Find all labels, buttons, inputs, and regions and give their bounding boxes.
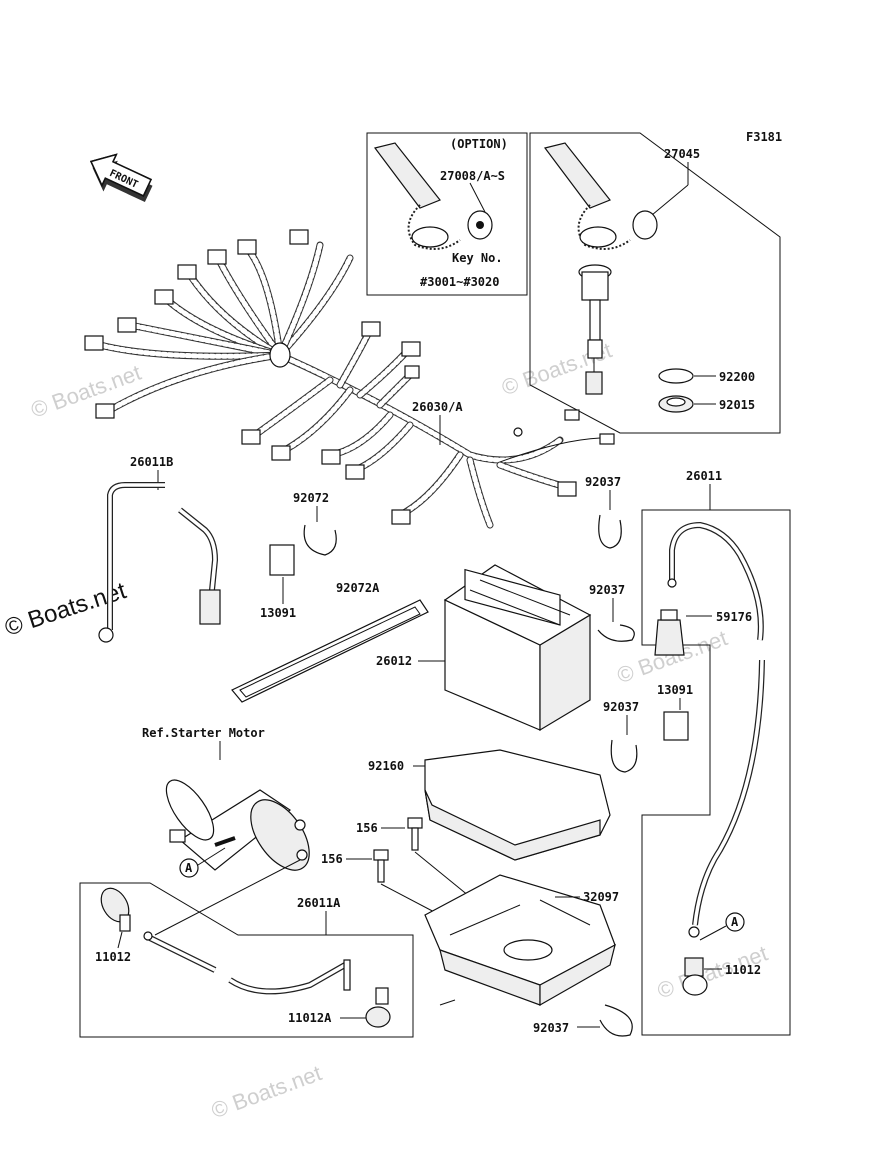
callout-a-circle (179, 858, 199, 878)
part-label-92200: 92200 (719, 370, 755, 384)
cable-26011A-box (79, 882, 414, 1038)
option-label: (OPTION) (450, 137, 508, 151)
lanyard-key-option (373, 142, 493, 250)
part-label-92072: 92072 (293, 491, 329, 505)
pad-13091 (269, 544, 295, 576)
front-arrow-icon: FRONT (89, 153, 153, 203)
battery-26012 (443, 564, 592, 732)
cable-26011B (98, 482, 221, 643)
part-label-26030: 26030/A (412, 400, 463, 414)
part-label-26011: 26011 (686, 469, 722, 483)
watermark: © Boats.net (27, 360, 144, 423)
cable-26011 (667, 521, 765, 938)
boot-59176 (654, 609, 685, 656)
clamp-92037-b (597, 624, 635, 642)
callout-a-circle (725, 912, 745, 932)
key-no-label: Key No. (452, 251, 503, 265)
washer-92200 (658, 368, 694, 384)
figure-code: F3181 (746, 130, 782, 144)
bolt-156-a (407, 817, 423, 851)
starter-motor (165, 779, 310, 871)
band-92072 (303, 524, 337, 556)
part-label-92037-a: 92037 (585, 475, 621, 489)
mat-92160 (424, 749, 611, 861)
cable-26011A (143, 931, 351, 995)
part-label-92015: 92015 (719, 398, 755, 412)
strap-92072A (231, 599, 429, 703)
main-harness (84, 229, 615, 529)
part-label-59176: 59176 (716, 610, 752, 624)
clamp-92037-d (599, 1004, 633, 1037)
clamp-92037-c (610, 739, 638, 773)
part-label-92037-b: 92037 (589, 583, 625, 597)
callout-a-right: A (731, 915, 739, 929)
part-label-27008: 27008/A~S (440, 169, 505, 183)
part-label-156-a: 156 (356, 821, 378, 835)
part-label-92037-d: 92037 (533, 1021, 569, 1035)
clamp-92037-a (598, 514, 622, 549)
part-label-92037-c: 92037 (603, 700, 639, 714)
part-label-92160: 92160 (368, 759, 404, 773)
terminal-cover-11012-b (682, 957, 708, 996)
ref-starter-motor: Ref.Starter Motor (142, 726, 265, 740)
terminal-cover-11012A (365, 987, 391, 1028)
option-box (366, 132, 528, 296)
part-label-26011A: 26011A (297, 896, 341, 910)
key-no-range: #3001~#3020 (420, 275, 499, 289)
part-label-156-b: 156 (321, 852, 343, 866)
part-label-27045: 27045 (664, 147, 700, 161)
part-label-13091-a: 13091 (260, 606, 296, 620)
terminal-cover-11012 (100, 887, 131, 932)
part-label-32097: 32097 (583, 890, 619, 904)
part-label-92072A: 92072A (336, 581, 380, 595)
part-label-11012-a: 11012 (95, 950, 131, 964)
lanyard-assembly-box (529, 132, 781, 434)
part-label-26011B: 26011B (130, 455, 173, 469)
callout-a-left: A (185, 861, 193, 875)
part-label-26012: 26012 (376, 654, 412, 668)
nut-92015 (658, 395, 694, 413)
pad-13091-b (663, 711, 689, 741)
bolt-156-b (373, 849, 389, 883)
lanyard-key-standard (543, 142, 658, 395)
tray-32097 (424, 874, 616, 1007)
part-label-13091-b: 13091 (657, 683, 693, 697)
part-label-11012-b: 11012 (725, 963, 761, 977)
part-label-11012A: 11012A (288, 1011, 332, 1025)
watermark: © Boats.net (208, 1060, 325, 1123)
